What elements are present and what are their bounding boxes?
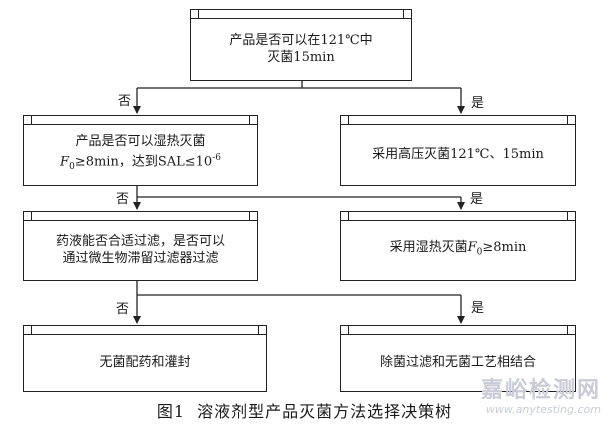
f0-symbol: F — [467, 239, 477, 255]
node-yes3-action: 除菌过滤和无菌工艺相结合 — [340, 325, 576, 392]
node-yes1-text: 采用高压灭菌121℃、15min — [372, 147, 544, 162]
f0-subscript: 0 — [69, 161, 75, 172]
node-root-line1: 产品是否可以在121℃中 — [229, 33, 373, 48]
node-tab-decoration — [191, 10, 411, 19]
edge-label-yes-3: 是 — [471, 301, 485, 316]
edge-root-split — [133, 80, 465, 114]
node-q3-question: 药液能否合适过滤，是否可以 通过微生物滞留过滤器过滤 — [23, 211, 258, 281]
node-q2-line2-rest: ≥8min，达到SAL≤10 — [74, 154, 213, 170]
node-yes2-text-post: ≥8min — [482, 239, 527, 255]
node-q2-line2: F0≥8min，达到SAL≤10-6 — [60, 150, 221, 176]
edge-q3-split — [133, 280, 465, 324]
node-tab-decoration — [24, 212, 257, 221]
node-no3-text: 无菌配药和灌封 — [99, 355, 191, 370]
node-tab-decoration — [341, 212, 575, 221]
edge-label-yes-2: 是 — [470, 192, 484, 207]
node-no3-action: 无菌配药和灌封 — [23, 325, 267, 392]
node-q2-superscript: -6 — [212, 153, 221, 164]
edge-label-no-1: 否 — [118, 94, 132, 109]
watermark: 嘉峪检测网 www.anytesting.com — [480, 378, 601, 416]
node-tab-decoration — [24, 116, 257, 125]
watermark-cn: 嘉峪检测网 — [480, 378, 601, 403]
node-yes3-text: 除菌过滤和无菌工艺相结合 — [379, 355, 536, 370]
node-q3-line1: 药液能否合适过滤，是否可以 — [55, 234, 225, 249]
edge-label-no-2: 否 — [116, 192, 130, 207]
node-yes2-text-pre: 采用湿热灭菌 — [389, 239, 468, 255]
watermark-en: www.anytesting.com — [485, 403, 601, 416]
node-tab-decoration — [341, 326, 575, 335]
node-q2-line1: 产品是否可以湿热灭菌 — [75, 134, 206, 150]
figure-number: 图1 — [156, 402, 185, 421]
node-root-question: 产品是否可以在121℃中 灭菌15min — [190, 9, 412, 81]
figure-caption: 图1 溶液剂型产品灭菌方法选择决策树 — [0, 398, 609, 422]
node-root-line2: 灭菌15min — [267, 50, 335, 65]
node-tab-decoration — [24, 326, 266, 335]
f0-symbol: F — [60, 154, 70, 170]
node-q3-line2: 通过微生物滞留过滤器过滤 — [62, 251, 219, 266]
edge-q2-split — [133, 185, 465, 210]
f0-subscript: 0 — [476, 247, 483, 258]
node-yes2-action: 采用湿热灭菌F0≥8min — [340, 211, 576, 281]
node-yes1-action: 采用高压灭菌121℃、15min — [340, 115, 576, 186]
node-yes2-text: 采用湿热灭菌F0≥8min — [390, 239, 527, 262]
edge-label-yes-1: 是 — [471, 96, 485, 111]
node-tab-decoration — [341, 116, 575, 125]
figure-title: 溶液剂型产品灭菌方法选择决策树 — [197, 402, 453, 421]
node-q2-question: 产品是否可以湿热灭菌 F0≥8min，达到SAL≤10-6 — [23, 115, 258, 186]
edge-label-no-3: 否 — [116, 302, 130, 317]
